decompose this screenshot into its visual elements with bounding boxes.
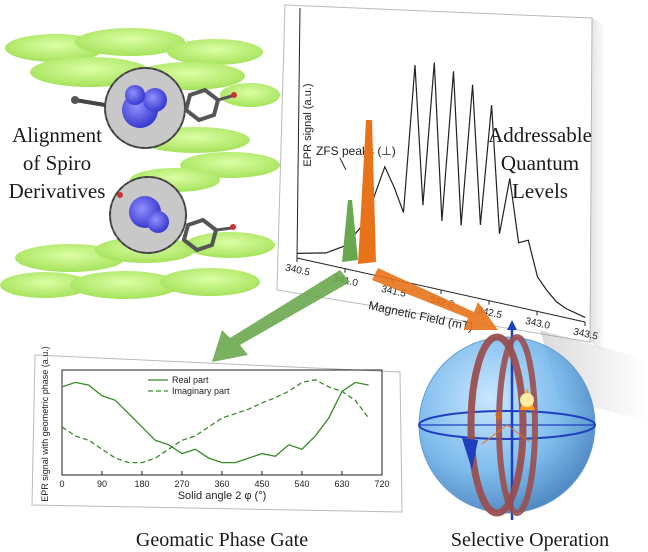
phase-y-label: EPR signal with geometric phase (a.u.) xyxy=(40,346,50,502)
epr-y-axis xyxy=(296,7,301,259)
epr-panel-shadow xyxy=(590,18,605,350)
green-arrow xyxy=(212,270,350,362)
orange-peak-highlight xyxy=(358,120,376,264)
zfs-peaks-annotation: ZFS peaks (⊥) xyxy=(316,144,396,158)
phase-x-tick-label: 270 xyxy=(174,479,189,489)
sphere-ring-right xyxy=(496,334,538,516)
selective-operation-caption: Selective Operation xyxy=(451,529,609,551)
phi-line-b xyxy=(506,424,531,443)
legend-real-part: Real part xyxy=(172,375,209,385)
fullerene-upper xyxy=(71,67,237,149)
phase-x-tick-label: 720 xyxy=(374,479,389,489)
phase-x-tick-label: 90 xyxy=(97,479,107,489)
phi-symbol: φ xyxy=(495,409,502,421)
addressable-caption-line-3: Levels xyxy=(512,179,568,203)
phase-x-tick-label: 450 xyxy=(254,479,269,489)
fullerene-lower xyxy=(109,176,236,254)
imaginary-part-line xyxy=(61,379,370,464)
phi-line-a xyxy=(481,424,508,445)
highlight-glow xyxy=(520,393,534,407)
phase-x-tick-label: 180 xyxy=(134,479,149,489)
addressable-caption-line-1: Addressable xyxy=(488,123,592,147)
sphere-ring-left xyxy=(467,333,527,517)
alignment-caption-line-3: Derivatives xyxy=(9,179,106,203)
phase-panel-background xyxy=(31,354,403,513)
orange-arrow xyxy=(372,268,498,330)
phase-x-tick-label: 360 xyxy=(214,479,229,489)
epr-y-label: EPR signal (a.u.) xyxy=(302,83,314,166)
phase-x-tick-label: 0 xyxy=(59,479,64,489)
epr-x-tick-label: 340.5 xyxy=(284,263,311,279)
phase-legend: Real part Imaginary part xyxy=(148,375,230,396)
alignment-caption: Alignment of Spiro Derivatives xyxy=(9,123,106,203)
addressable-caption-line-2: Quantum xyxy=(501,151,579,175)
real-part-line xyxy=(61,381,369,464)
phase-x-tick-label: 540 xyxy=(294,479,309,489)
green-discs-middle xyxy=(130,127,280,192)
phase-x-ticks: 0 90 180 270 360 450 540 630 720 xyxy=(59,471,390,489)
green-peak-highlight xyxy=(342,200,358,262)
phase-x-tick-label: 630 xyxy=(334,479,349,489)
epr-x-tick-label: 343.0 xyxy=(524,316,551,332)
spiro-molecule-illustration xyxy=(0,28,280,299)
phase-chart-panel: 0 90 180 270 360 450 540 630 720 Real part Imagi… xyxy=(31,346,403,513)
phase-x-label: Solid angle 2 φ (°) xyxy=(178,490,267,502)
epr-x-tick-label: 343.5 xyxy=(572,327,599,343)
epr-series-line xyxy=(297,62,586,318)
phase-gate-caption: Geomatic Phase Gate xyxy=(136,529,308,551)
alignment-caption-line-2: of Spiro xyxy=(23,151,91,175)
alignment-caption-line-1: Alignment xyxy=(12,123,102,147)
down-arrow-icon xyxy=(462,438,478,470)
bloch-sphere: φ xyxy=(418,320,648,520)
zfs-annotation-pointer xyxy=(339,157,347,171)
addressable-caption: Addressable Quantum Levels xyxy=(488,123,592,203)
legend-imaginary-part: Imaginary part xyxy=(172,386,230,396)
